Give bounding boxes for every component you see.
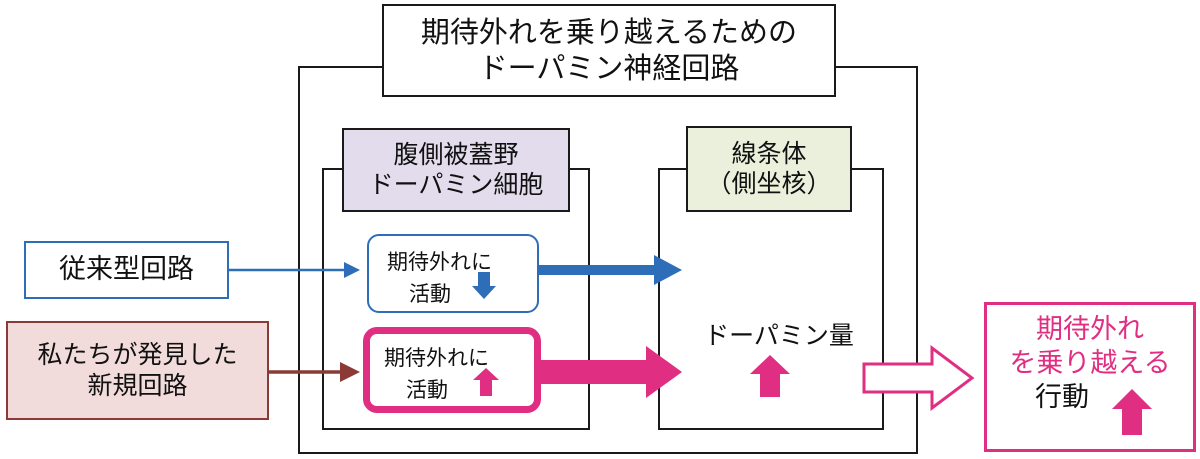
conventional-circuit-label: 従来型回路 xyxy=(24,241,229,299)
conventional-activity-line-2: 活動 xyxy=(409,282,451,306)
new-circuit-line-2: 新規回路 xyxy=(87,370,188,400)
new-activity-line-1: 期待外れに xyxy=(384,346,489,370)
outcome-line-1: 期待外れ xyxy=(1036,314,1144,345)
title-line-1: 期待外れを乗り越えるための xyxy=(420,15,798,50)
conventional-activity-box: 期待外れに 活動 xyxy=(367,234,539,313)
striatum-line-1: 線条体 xyxy=(731,138,807,168)
outcome-line-3: 行動 xyxy=(1035,381,1089,413)
new-activity-line-2: 活動 xyxy=(406,378,448,402)
vta-line-1: 腹側被蓋野 xyxy=(393,139,519,169)
striatum-label: 線条体 （側坐核） xyxy=(686,126,852,212)
new-circuit-line-1: 私たちが発見した xyxy=(37,340,238,369)
new-activity-box: 期待外れに 活動 xyxy=(363,327,541,413)
new-circuit-label: 私たちが発見した 新規回路 xyxy=(6,321,269,420)
outcome-box: 期待外れ を乗り越える 行動 xyxy=(984,302,1196,452)
dopamine-amount-label: ドーパミン量 xyxy=(704,321,854,350)
title-box: 期待外れを乗り越えるための ドーパミン神経回路 xyxy=(382,4,836,97)
title-line-2: ドーパミン神経回路 xyxy=(478,50,740,85)
conventional-activity-line-1: 期待外れに xyxy=(387,250,492,274)
vta-label: 腹側被蓋野 ドーパミン細胞 xyxy=(342,128,570,212)
vta-line-2: ドーパミン細胞 xyxy=(368,170,544,199)
striatum-line-2: （側坐核） xyxy=(706,169,832,198)
outcome-line-2: を乗り越える xyxy=(1009,347,1171,379)
